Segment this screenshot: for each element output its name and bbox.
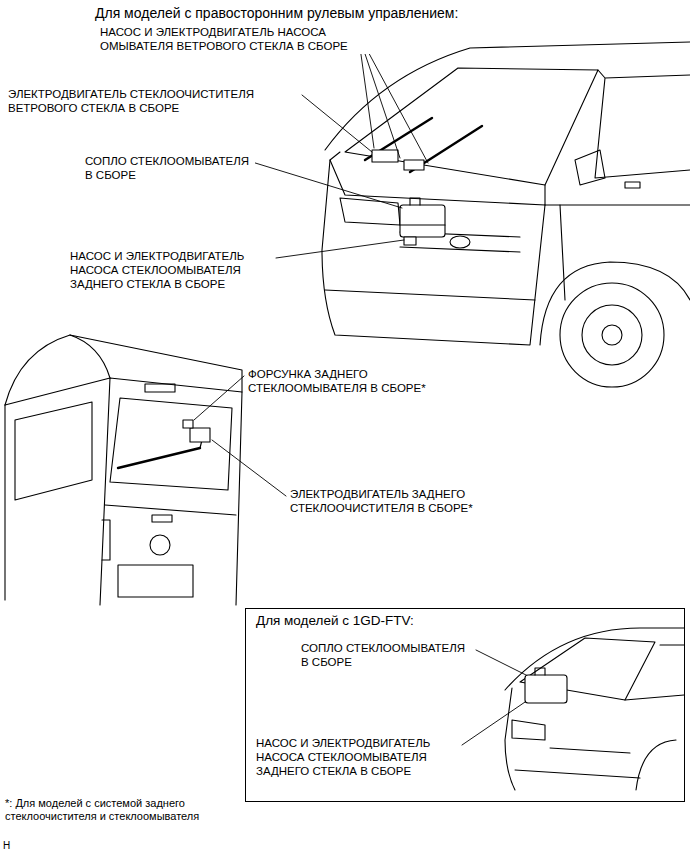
drawing-line xyxy=(5,335,242,405)
drawing-line xyxy=(325,42,690,150)
diagram-title: Для моделей с правосторонним рулевым упр… xyxy=(95,5,458,22)
drawing-line xyxy=(190,428,210,442)
front-van xyxy=(322,42,690,387)
drawing-line xyxy=(525,675,567,703)
drawing-line xyxy=(372,150,398,162)
drawing-line xyxy=(4,405,5,600)
drawing-line xyxy=(110,398,232,490)
page-mark: H xyxy=(3,840,10,852)
drawing-line xyxy=(450,236,470,248)
drawing-line xyxy=(505,688,515,790)
part-label: НАСОС И ЭЛЕКТРОДВИГАТЕЛЬ НАСОСА СТЕКЛООМ… xyxy=(70,250,275,291)
drawing-line xyxy=(365,118,482,172)
drawing-line xyxy=(322,160,545,345)
drawing-line xyxy=(100,378,110,605)
drawing-line xyxy=(152,515,172,522)
drawing-line xyxy=(330,152,545,205)
drawing-line xyxy=(404,237,416,245)
drawing-line xyxy=(183,420,193,428)
drawing-line xyxy=(15,402,92,500)
inset-box: Для моделей с 1GD-FTV: СОПЛО СТЕКЛООМЫВАТ… xyxy=(245,608,685,802)
drawing-line xyxy=(276,240,404,258)
drawing-line xyxy=(400,198,445,225)
drawing-line xyxy=(404,160,424,170)
part-label: СОПЛО СТЕКЛООМЫВАТЕЛЯ В СБОРЕ xyxy=(301,642,471,670)
drawing-line xyxy=(625,645,684,700)
part-label: СОПЛО СТЕКЛООМЫВАТЕЛЯ В СБОРЕ xyxy=(85,155,255,183)
drawing-line xyxy=(194,376,244,420)
drawing-line xyxy=(540,262,690,345)
drawing-line xyxy=(5,378,242,605)
drawing-line xyxy=(625,182,640,188)
part-label: НАСОС И ЭЛЕКТРОДВИГАТЕЛЬ НАСОСА СТЕКЛООМ… xyxy=(256,737,461,778)
inset-heading: Для моделей с 1GD-FTV: xyxy=(256,613,414,629)
drawing-line xyxy=(636,740,676,790)
drawing-line xyxy=(582,305,642,365)
part-label: ЭЛЕКТРОДВИГАТЕЛЬ ЗАДНЕГО СТЕКЛООЧИСТИТЕЛ… xyxy=(290,488,500,516)
drawing-line xyxy=(512,720,545,740)
drawing-line xyxy=(252,162,402,208)
drawing-line xyxy=(560,283,664,387)
drawing-line xyxy=(400,205,445,237)
drawing-line xyxy=(118,565,193,597)
drawing-line xyxy=(118,448,200,468)
drawing-line xyxy=(340,198,400,225)
drawing-line xyxy=(345,68,598,185)
drawing-line xyxy=(515,748,640,778)
drawing-line xyxy=(575,150,605,185)
drawing-line xyxy=(560,205,565,300)
drawing-line xyxy=(595,70,690,178)
drawing-line xyxy=(302,95,372,152)
drawing-line xyxy=(325,290,535,300)
part-label: ФОРСУНКА ЗАДНЕГО СТЕКЛООМЫВАТЕЛЯ В СБОРЕ… xyxy=(248,368,453,396)
inset-van xyxy=(505,628,684,790)
footnote: *: Для моделей с системой заднего стекло… xyxy=(5,797,233,823)
part-label: ЭЛЕКТРОДВИГАТЕЛЬ СТЕКЛООЧИСТИТЕЛЯ ВЕТРОВ… xyxy=(8,88,300,116)
drawing-line xyxy=(212,440,286,496)
drawing-line xyxy=(70,335,110,378)
rear-van xyxy=(5,335,242,605)
drawing-line xyxy=(602,325,622,345)
drawing-line xyxy=(150,535,170,555)
drawing-line xyxy=(535,668,545,675)
drawing-line xyxy=(145,384,175,392)
part-label: НАСОС И ЭЛЕКТРОДВИГАТЕЛЬ НАСОСА ОМЫВАТЕЛ… xyxy=(100,26,370,54)
drawing-line xyxy=(545,204,690,205)
drawing-line xyxy=(105,505,236,515)
drawing-line xyxy=(102,520,110,560)
